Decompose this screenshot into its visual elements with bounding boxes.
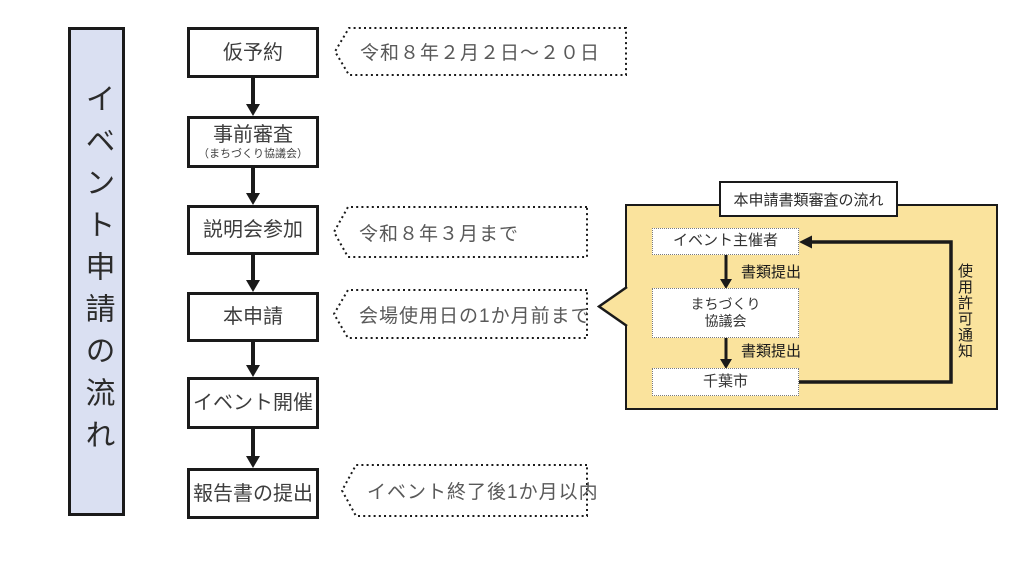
permission-notice-label: 使用許可通知 (956, 263, 973, 359)
callout-application-deadline: 会場使用日の1か月前まで (333, 289, 591, 339)
flow-step-event-held: イベント開催 (187, 377, 319, 429)
flow-step-sublabel: （まちづくり協議会） (198, 147, 308, 160)
callout-text: 会場使用日の1か月前まで (359, 305, 591, 327)
page-title: イベント申請の流れ (80, 82, 114, 461)
flow-step-label: 報告書の提出 (193, 482, 313, 505)
callout-text: イベント終了後1か月以内 (367, 482, 599, 503)
callout-briefing-deadline: 令和８年３月まで (333, 206, 588, 258)
panel-pointer-notch (597, 286, 628, 327)
flow-step-label: 事前審査 (213, 123, 293, 146)
title-banner: イベント申請の流れ (68, 27, 125, 516)
panel-node-label: イベント主催者 (672, 232, 778, 250)
flow-step-main-application: 本申請 (187, 292, 319, 342)
flow-step-pre-screening: 事前審査 （まちづくり協議会） (187, 116, 319, 168)
panel-node-label: 千葉市 (702, 372, 748, 390)
flow-step-report-submission: 報告書の提出 (187, 468, 319, 519)
panel-node-machizukuri-council: まちづくり 協議会 (652, 288, 799, 338)
flow-step-label: イベント開催 (193, 392, 313, 414)
callout-text: 令和８年２月２日～２０日 (360, 43, 601, 64)
flow-step-label: 説明会参加 (203, 219, 303, 241)
edge-label-document-submission-2: 書類提出 (741, 343, 802, 360)
edge-label-document-submission-1: 書類提出 (741, 264, 802, 281)
flow-step-briefing-session: 説明会参加 (187, 205, 319, 255)
panel-node-label: 協議会 (704, 313, 747, 329)
review-panel-title: 本申請書類審査の流れ (719, 181, 898, 217)
panel-node-event-organizer: イベント主催者 (652, 228, 799, 255)
panel-node-label: まちづくり (690, 295, 761, 312)
callout-text: 令和８年３月まで (359, 223, 520, 245)
flow-step-label: 本申請 (223, 306, 283, 328)
flow-step-provisional-reservation: 仮予約 (187, 27, 319, 78)
panel-node-chiba-city: 千葉市 (652, 368, 799, 396)
callout-report-deadline: イベント終了後1か月以内 (341, 464, 598, 517)
callout-reservation-period: 令和８年２月２日～２０日 (334, 27, 627, 76)
flow-step-label: 仮予約 (223, 41, 283, 64)
